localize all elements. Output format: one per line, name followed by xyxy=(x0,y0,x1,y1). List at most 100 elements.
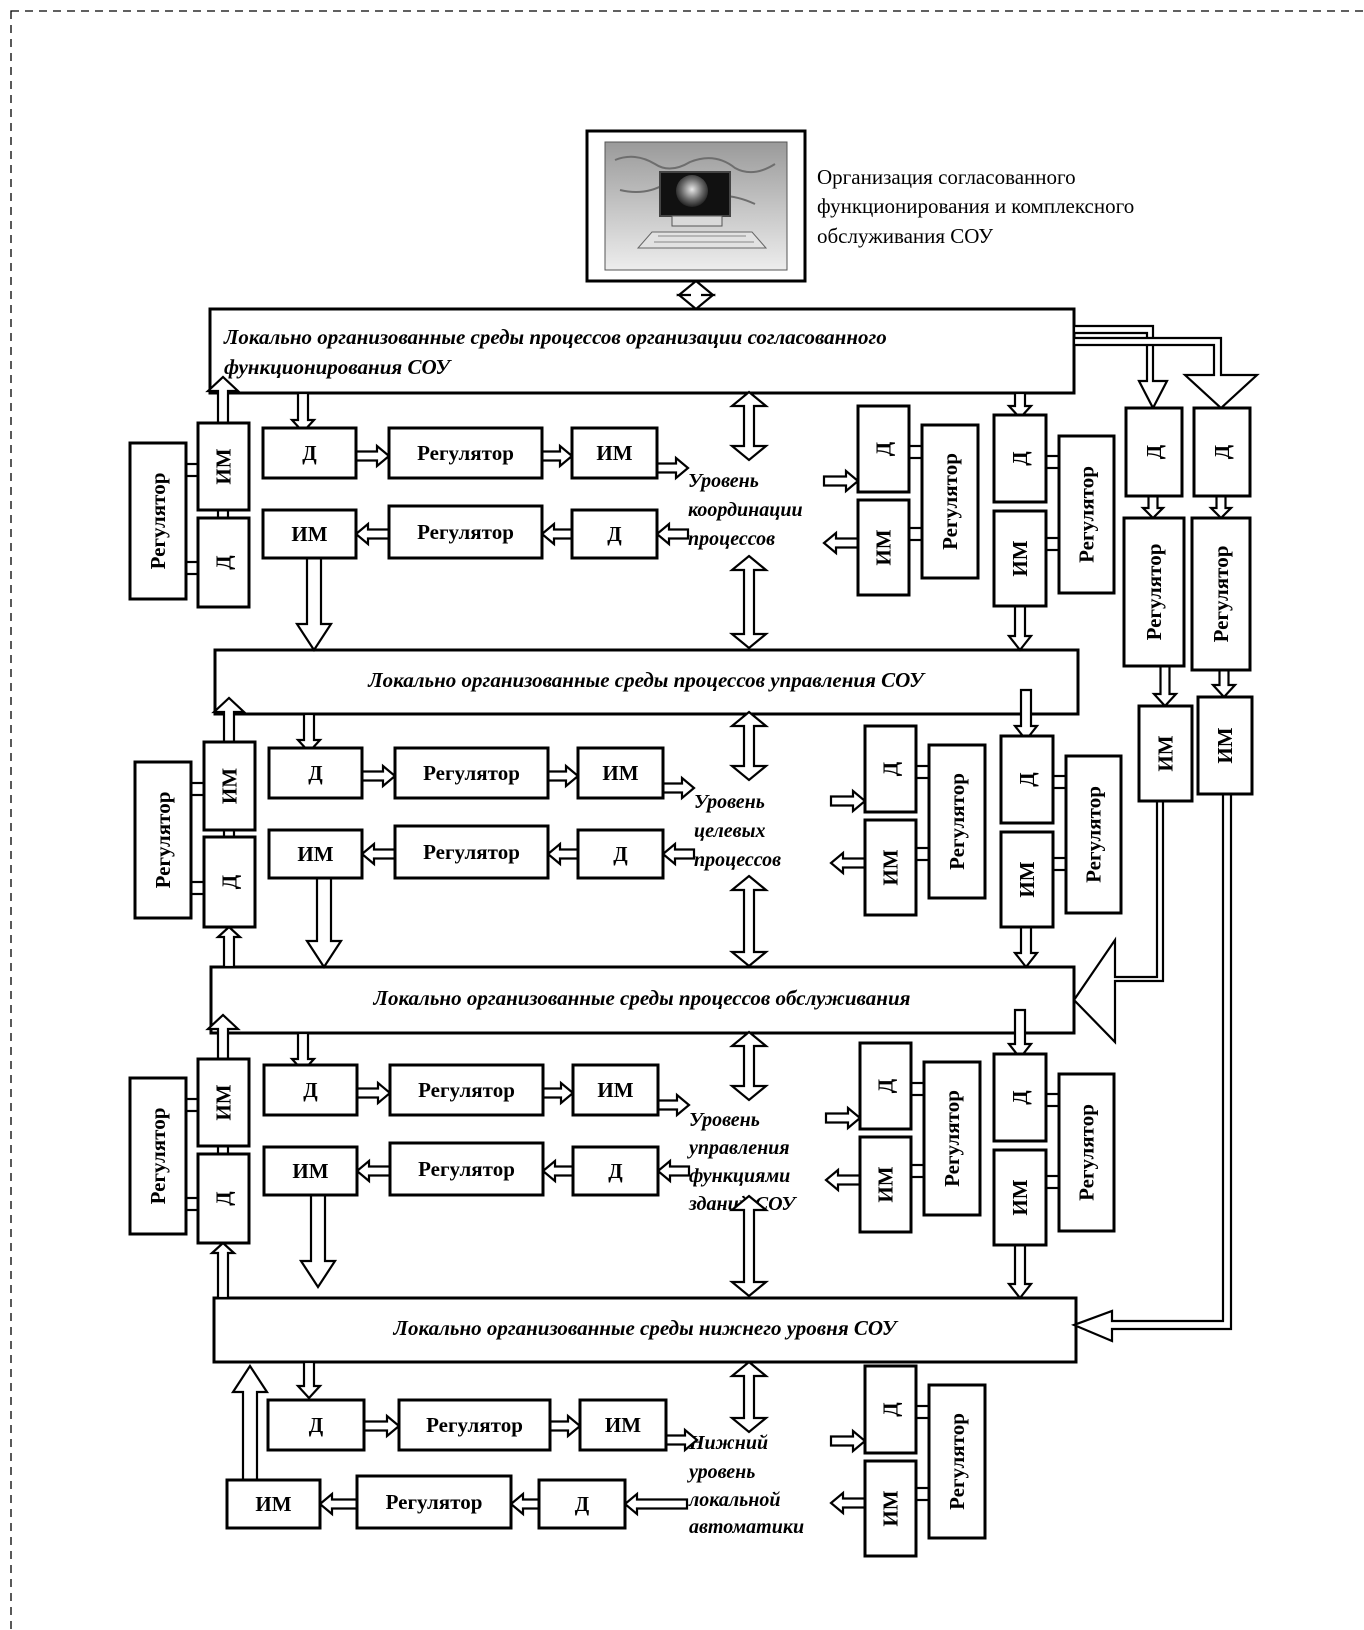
double-arrow xyxy=(732,1196,766,1296)
actuator-block: ИМ xyxy=(578,748,663,798)
sensor-block-label: Д xyxy=(872,441,896,456)
arrow-left xyxy=(625,1494,687,1514)
double-arrow xyxy=(732,392,766,460)
regulator-block: Регулятор xyxy=(1059,1074,1114,1231)
actuator-block-label: ИМ xyxy=(605,1413,641,1437)
level-label-lower: Нижний уровень локальной автоматики xyxy=(687,1432,804,1538)
bus-lower-label: Локально организованные среды нижнего ур… xyxy=(393,1316,899,1340)
regulator-block: Регулятор xyxy=(390,1143,543,1195)
sensor-block: Д xyxy=(1194,408,1250,496)
actuator-block-label: ИМ xyxy=(1213,727,1237,763)
actuator-block: ИМ xyxy=(198,423,249,510)
regulator-block-label: Регулятор xyxy=(1142,544,1166,641)
actuator-block: ИМ xyxy=(858,500,909,595)
svg-text:целевых: целевых xyxy=(694,820,765,842)
regulator-block: Регулятор xyxy=(1059,436,1114,593)
sensor-block-label: Д xyxy=(308,761,323,785)
svg-text:управления: управления xyxy=(687,1137,790,1159)
arrow-down xyxy=(292,393,314,432)
sensor-block: Д xyxy=(198,518,249,607)
sensor-block: Д xyxy=(578,830,663,878)
actuator-block-label: ИМ xyxy=(1008,540,1032,576)
arrow-left xyxy=(658,1161,689,1181)
regulator-block: Регулятор xyxy=(390,1065,543,1115)
actuator-block: ИМ xyxy=(994,1150,1046,1245)
arrow-right xyxy=(657,458,688,478)
bus-service-label: Локально организованные среды процессов … xyxy=(373,986,911,1010)
actuator-block: ИМ xyxy=(263,510,356,558)
bus-control-label: Локально организованные среды процессов … xyxy=(367,668,926,692)
sensor-block: Д xyxy=(573,1147,658,1195)
sensor-block-label: Д xyxy=(613,842,628,866)
regulator-block-label: Регулятор xyxy=(423,840,520,864)
sensor-block-label: Д xyxy=(302,441,317,465)
actuator-block: ИМ xyxy=(204,742,255,830)
actuator-block-label: ИМ xyxy=(218,768,242,804)
arrow-left xyxy=(831,1493,865,1513)
arrow-right xyxy=(543,1083,573,1103)
svg-text:Уровень: Уровень xyxy=(689,1109,760,1131)
regulator-block: Регулятор xyxy=(399,1400,550,1450)
actuator-block: ИМ xyxy=(573,1065,658,1115)
regulator-block: Регулятор xyxy=(395,748,548,798)
actuator-block-label: ИМ xyxy=(212,1084,236,1120)
sensor-block-label: Д xyxy=(879,761,903,776)
actuator-block: ИМ xyxy=(269,830,362,878)
regulator-block-label: Регулятор xyxy=(1075,466,1099,563)
actuator-block-label: ИМ xyxy=(291,522,327,546)
arrow-right xyxy=(826,1108,860,1128)
regulator-block: Регулятор xyxy=(130,1078,186,1234)
sensor-block: Д xyxy=(865,1366,916,1453)
arrow-left xyxy=(826,1170,860,1190)
actuator-block-label: ИМ xyxy=(602,761,638,785)
sensor-block: Д xyxy=(269,748,362,798)
actuator-block: ИМ xyxy=(865,820,916,915)
svg-text:процессов: процессов xyxy=(688,528,775,550)
regulator-block-label: Регулятор xyxy=(940,1090,964,1187)
regulator-block-label: Регулятор xyxy=(426,1413,523,1437)
sensor-block: Д xyxy=(204,837,255,927)
arrow-right xyxy=(550,1416,580,1436)
regulator-block: Регулятор xyxy=(130,443,186,599)
arrow-left xyxy=(824,533,858,553)
arrow-left xyxy=(548,844,578,864)
actuator-block: ИМ xyxy=(865,1461,916,1556)
sensor-block: Д xyxy=(264,1065,357,1115)
actuator-block: ИМ xyxy=(227,1480,320,1528)
double-arrow xyxy=(732,712,766,780)
actuator-block: ИМ xyxy=(580,1400,666,1450)
sensor-block-label: Д xyxy=(1142,444,1166,459)
actuator-block-label: ИМ xyxy=(1015,861,1039,897)
sensor-block: Д xyxy=(268,1400,364,1450)
arrow-left xyxy=(542,524,572,544)
sensor-block-label: Д xyxy=(1008,1090,1032,1105)
sensor-block-label: Д xyxy=(608,1159,623,1183)
computer-picture xyxy=(587,131,805,281)
svg-text:координации: координации xyxy=(688,499,803,521)
regulator-block-label: Регулятор xyxy=(1075,1104,1099,1201)
arrow-down xyxy=(1143,496,1163,518)
actuator-block-label: ИМ xyxy=(1154,735,1178,771)
arrow-left xyxy=(831,853,865,873)
arrow-left xyxy=(356,524,389,544)
regulator-block-label: Регулятор xyxy=(417,441,514,465)
arrow-right xyxy=(824,471,858,491)
arrow-down xyxy=(1211,496,1231,518)
double-arrow xyxy=(679,281,713,309)
level-label-coordination: Уровень координации процессов xyxy=(688,470,803,550)
arrow-fanout xyxy=(1074,338,1257,408)
sensor-block: Д xyxy=(263,428,356,478)
arrow-left xyxy=(663,844,694,864)
arrow-down xyxy=(1154,666,1176,706)
regulator-block: Регулятор xyxy=(389,428,542,478)
caption-line: функционирования и комплексного xyxy=(817,194,1134,218)
sensor-block: Д xyxy=(860,1043,911,1129)
arrow-right xyxy=(548,766,578,786)
sensor-block-label: Д xyxy=(218,874,242,889)
arrow-right xyxy=(663,778,694,798)
arrow-down xyxy=(301,1194,335,1287)
arrow-up xyxy=(212,1243,234,1298)
arrow-down xyxy=(298,714,320,752)
regulator-block: Регулятор xyxy=(1124,518,1184,666)
bus-coordination xyxy=(210,309,1074,393)
